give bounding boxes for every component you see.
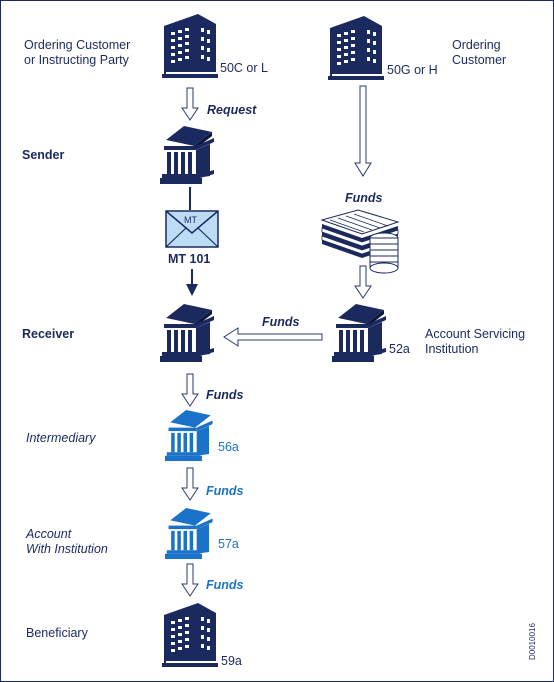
intermediary-label: Intermediary [26, 431, 96, 445]
ordering-customer-left-building-icon [162, 14, 218, 78]
funds-top-right-label: Funds [345, 191, 383, 205]
account-servicing-label: Account Servicing Institution [425, 327, 526, 356]
funds-label-3: Funds [206, 578, 244, 592]
ordering-customer-left-label: Ordering Customer or Instructing Party [24, 38, 131, 67]
beneficiary-building-icon [162, 603, 218, 667]
envelope-icon [165, 210, 219, 248]
funds-mid-label: Funds [262, 315, 300, 329]
ordering-customer-right-code: 50G or H [387, 63, 438, 77]
sender-bank-icon [160, 126, 214, 184]
funds-money-arrow [354, 265, 372, 299]
funds-arrow-1 [181, 373, 199, 407]
ordering-customer-right-building-icon [328, 16, 384, 80]
intermediary-bank-icon [165, 410, 213, 462]
ordering-customer-left-code: 50C or L [220, 61, 268, 75]
receiver-bank-icon [160, 304, 214, 362]
beneficiary-label: Beneficiary [26, 626, 88, 640]
ordering-customer-right-label: Ordering Customer [452, 38, 507, 67]
account-servicing-code: 52a [389, 342, 410, 356]
account-with-code: 57a [218, 537, 239, 551]
account-servicing-bank-icon [332, 304, 386, 362]
request-label: Request [207, 103, 257, 117]
funds-left-arrow [223, 327, 323, 347]
mt101-arrow [186, 269, 198, 296]
funds-arrow-2 [181, 467, 199, 501]
money-stack-icon [320, 209, 400, 274]
envelope-mt-label: MT [184, 215, 197, 225]
receiver-label: Receiver [22, 327, 75, 341]
intermediary-code: 56a [218, 440, 239, 454]
funds-arrow-3 [181, 563, 199, 597]
funds-right-long-arrow [354, 85, 372, 177]
account-with-label: Account With Institution [26, 527, 108, 556]
account-with-bank-icon [165, 508, 213, 560]
document-id: D0010016 [528, 623, 537, 660]
sender-label: Sender [22, 148, 65, 162]
request-arrow [181, 87, 199, 121]
mt101-label: MT 101 [168, 252, 211, 266]
beneficiary-code: 59a [221, 654, 242, 668]
funds-label-1: Funds [206, 388, 244, 402]
funds-label-2: Funds [206, 484, 244, 498]
